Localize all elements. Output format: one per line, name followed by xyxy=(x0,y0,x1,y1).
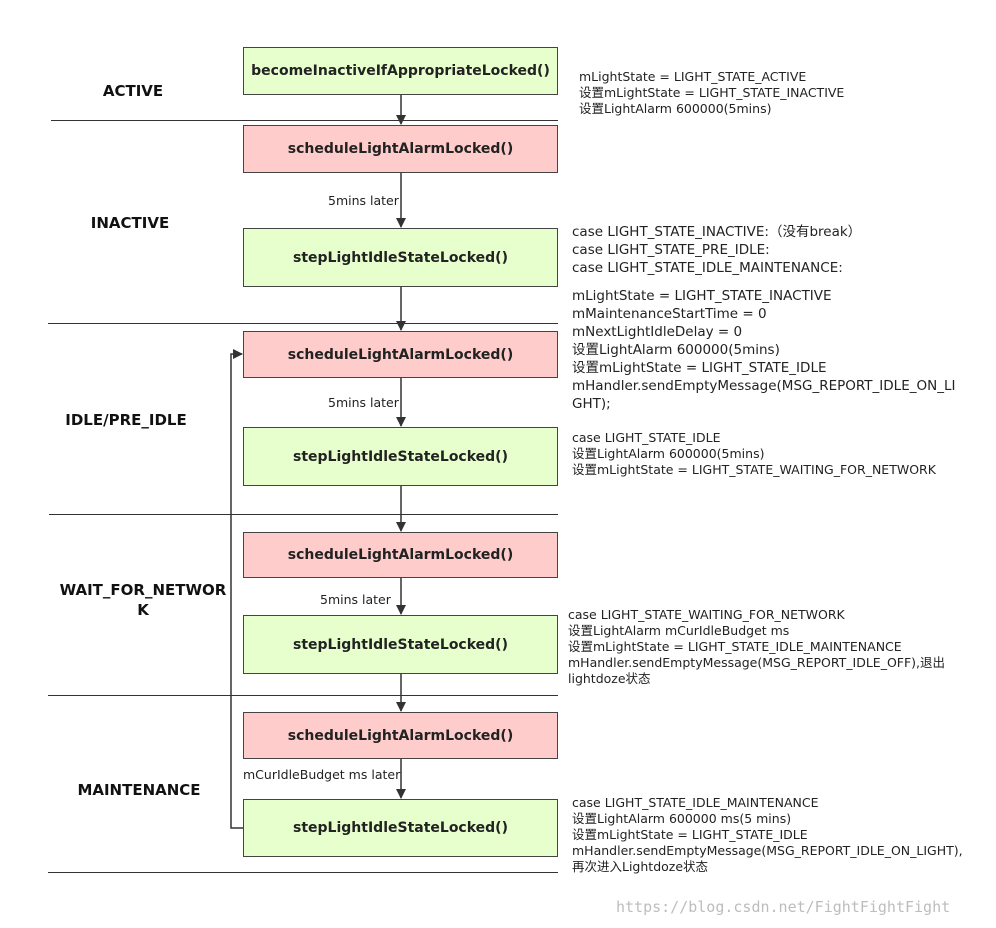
maintenance-schedule-box: scheduleLightAlarmLocked() xyxy=(243,712,558,759)
note-active: mLightState = LIGHT_STATE_ACTIVE 设置mLigh… xyxy=(579,69,845,116)
separator-wait-maintenance xyxy=(48,695,558,696)
edge-label-wait-delay: 5mins later xyxy=(320,592,391,607)
state-label-idle: IDLE/PRE_IDLE xyxy=(65,411,187,429)
idle-step-box: stepLightIdleStateLocked() xyxy=(243,427,558,486)
state-label-inactive: INACTIVE xyxy=(90,214,170,232)
note-maintenance: case LIGHT_STATE_IDLE_MAINTENANCE 设置Ligh… xyxy=(572,795,963,874)
separator-bottom xyxy=(48,872,558,873)
edge-label-inactive-delay: 5mins later xyxy=(328,193,399,208)
edge-label-idle-delay: 5mins later xyxy=(328,395,399,410)
edge-label-maintenance-delay: mCurIdleBudget ms later xyxy=(243,767,401,782)
note-wait: case LIGHT_STATE_WAITING_FOR_NETWORK 设置L… xyxy=(568,607,946,686)
maintenance-step-box: stepLightIdleStateLocked() xyxy=(243,799,558,857)
idle-schedule-box: scheduleLightAlarmLocked() xyxy=(243,331,558,378)
watermark: https://blog.csdn.net/FightFightFight xyxy=(616,898,951,916)
state-label-wait-line2: K xyxy=(137,601,149,619)
wait-step-box: stepLightIdleStateLocked() xyxy=(243,615,558,674)
separator-inactive-idle xyxy=(48,323,558,324)
note-idle: case LIGHT_STATE_IDLE 设置LightAlarm 60000… xyxy=(572,430,936,477)
inactive-schedule-box: scheduleLightAlarmLocked() xyxy=(243,125,558,173)
state-label-wait-line1: WAIT_FOR_NETWOR xyxy=(59,581,227,599)
wait-schedule-box: scheduleLightAlarmLocked() xyxy=(243,532,558,578)
separator-active-inactive xyxy=(51,120,558,121)
state-label-active: ACTIVE xyxy=(102,82,164,100)
inactive-step-box: stepLightIdleStateLocked() xyxy=(243,228,558,287)
state-label-wait-for-network: WAIT_FOR_NETWOR K xyxy=(55,580,231,620)
note-inactive-cases: case LIGHT_STATE_INACTIVE:（没有break） case… xyxy=(572,224,862,276)
separator-idle-wait xyxy=(49,514,558,515)
become-inactive-box: becomeInactiveIfAppropriateLocked() xyxy=(243,47,558,95)
note-inactive-body: mLightState = LIGHT_STATE_INACTIVE mMain… xyxy=(572,288,956,412)
loop-back-arrow xyxy=(230,349,244,829)
state-label-maintenance: MAINTENANCE xyxy=(77,781,201,799)
